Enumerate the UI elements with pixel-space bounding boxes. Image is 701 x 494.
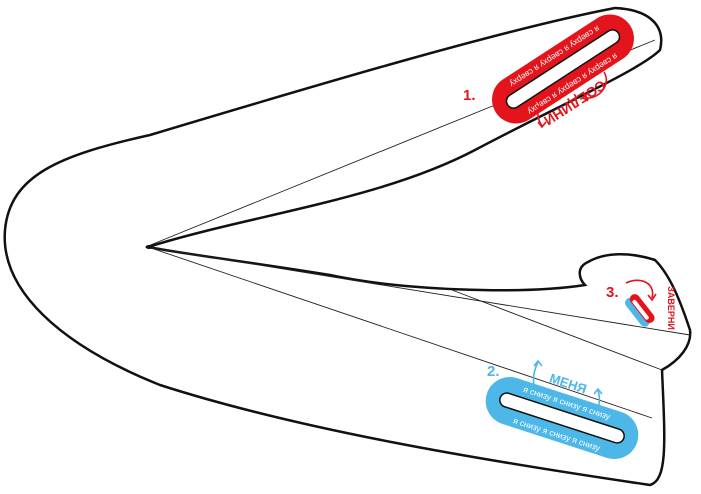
- step2-number: 2.: [487, 363, 500, 380]
- step1-slot: [505, 29, 621, 109]
- step1-arrow-icon: [584, 71, 608, 99]
- step1-number: 1.: [463, 87, 476, 104]
- step2-arrow-icons: [532, 359, 603, 411]
- apex-point: [145, 245, 153, 249]
- step3-group: ЗАВЕРНИ 3.: [606, 279, 676, 330]
- step3-blue-pill: [625, 297, 650, 327]
- step3-action: ЗАВЕРНИ: [666, 286, 676, 330]
- step3-arrow-icon: [625, 279, 654, 299]
- template-outline: [3, 6, 692, 487]
- step2-slot: [499, 392, 625, 444]
- step3-number: 3.: [606, 284, 619, 301]
